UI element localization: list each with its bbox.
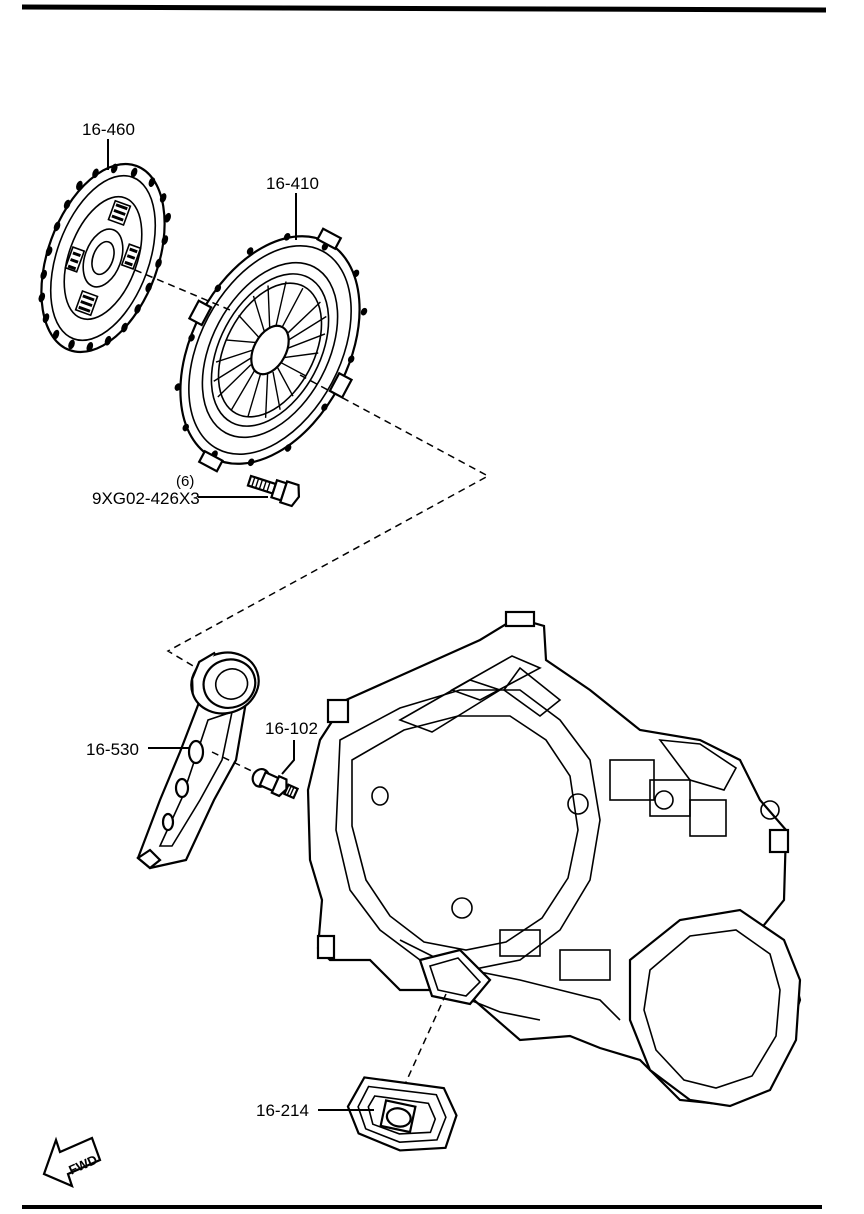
pivot-pin [251, 767, 300, 800]
clutch-bolt [246, 474, 301, 508]
label-16-530: 16-530 [86, 740, 139, 759]
label-16-460: 16-460 [82, 120, 135, 139]
label-16-214: 16-214 [256, 1101, 309, 1120]
pressure-plate [174, 227, 368, 473]
assembly-line-plate-bearing [166, 374, 490, 677]
fwd-direction-arrow: FWD [42, 1136, 102, 1188]
label-bolt-qty: (6) [176, 473, 194, 490]
release-fork [136, 688, 250, 870]
top-border-rule [21, 4, 827, 13]
transmission-housing [306, 610, 802, 1108]
assembly-line-boot [405, 993, 447, 1083]
release-fork-boot [346, 1076, 458, 1152]
assembly-line-upper [134, 269, 231, 311]
label-16-410: 16-410 [266, 174, 319, 193]
clutch-disc [38, 162, 171, 354]
assembly-line-fork-pivot [211, 751, 259, 775]
leader-16-102 [281, 740, 295, 775]
label-bolt: 9XG02-426X3 [92, 489, 200, 508]
label-16-102: 16-102 [265, 719, 318, 738]
release-bearing [190, 651, 260, 715]
